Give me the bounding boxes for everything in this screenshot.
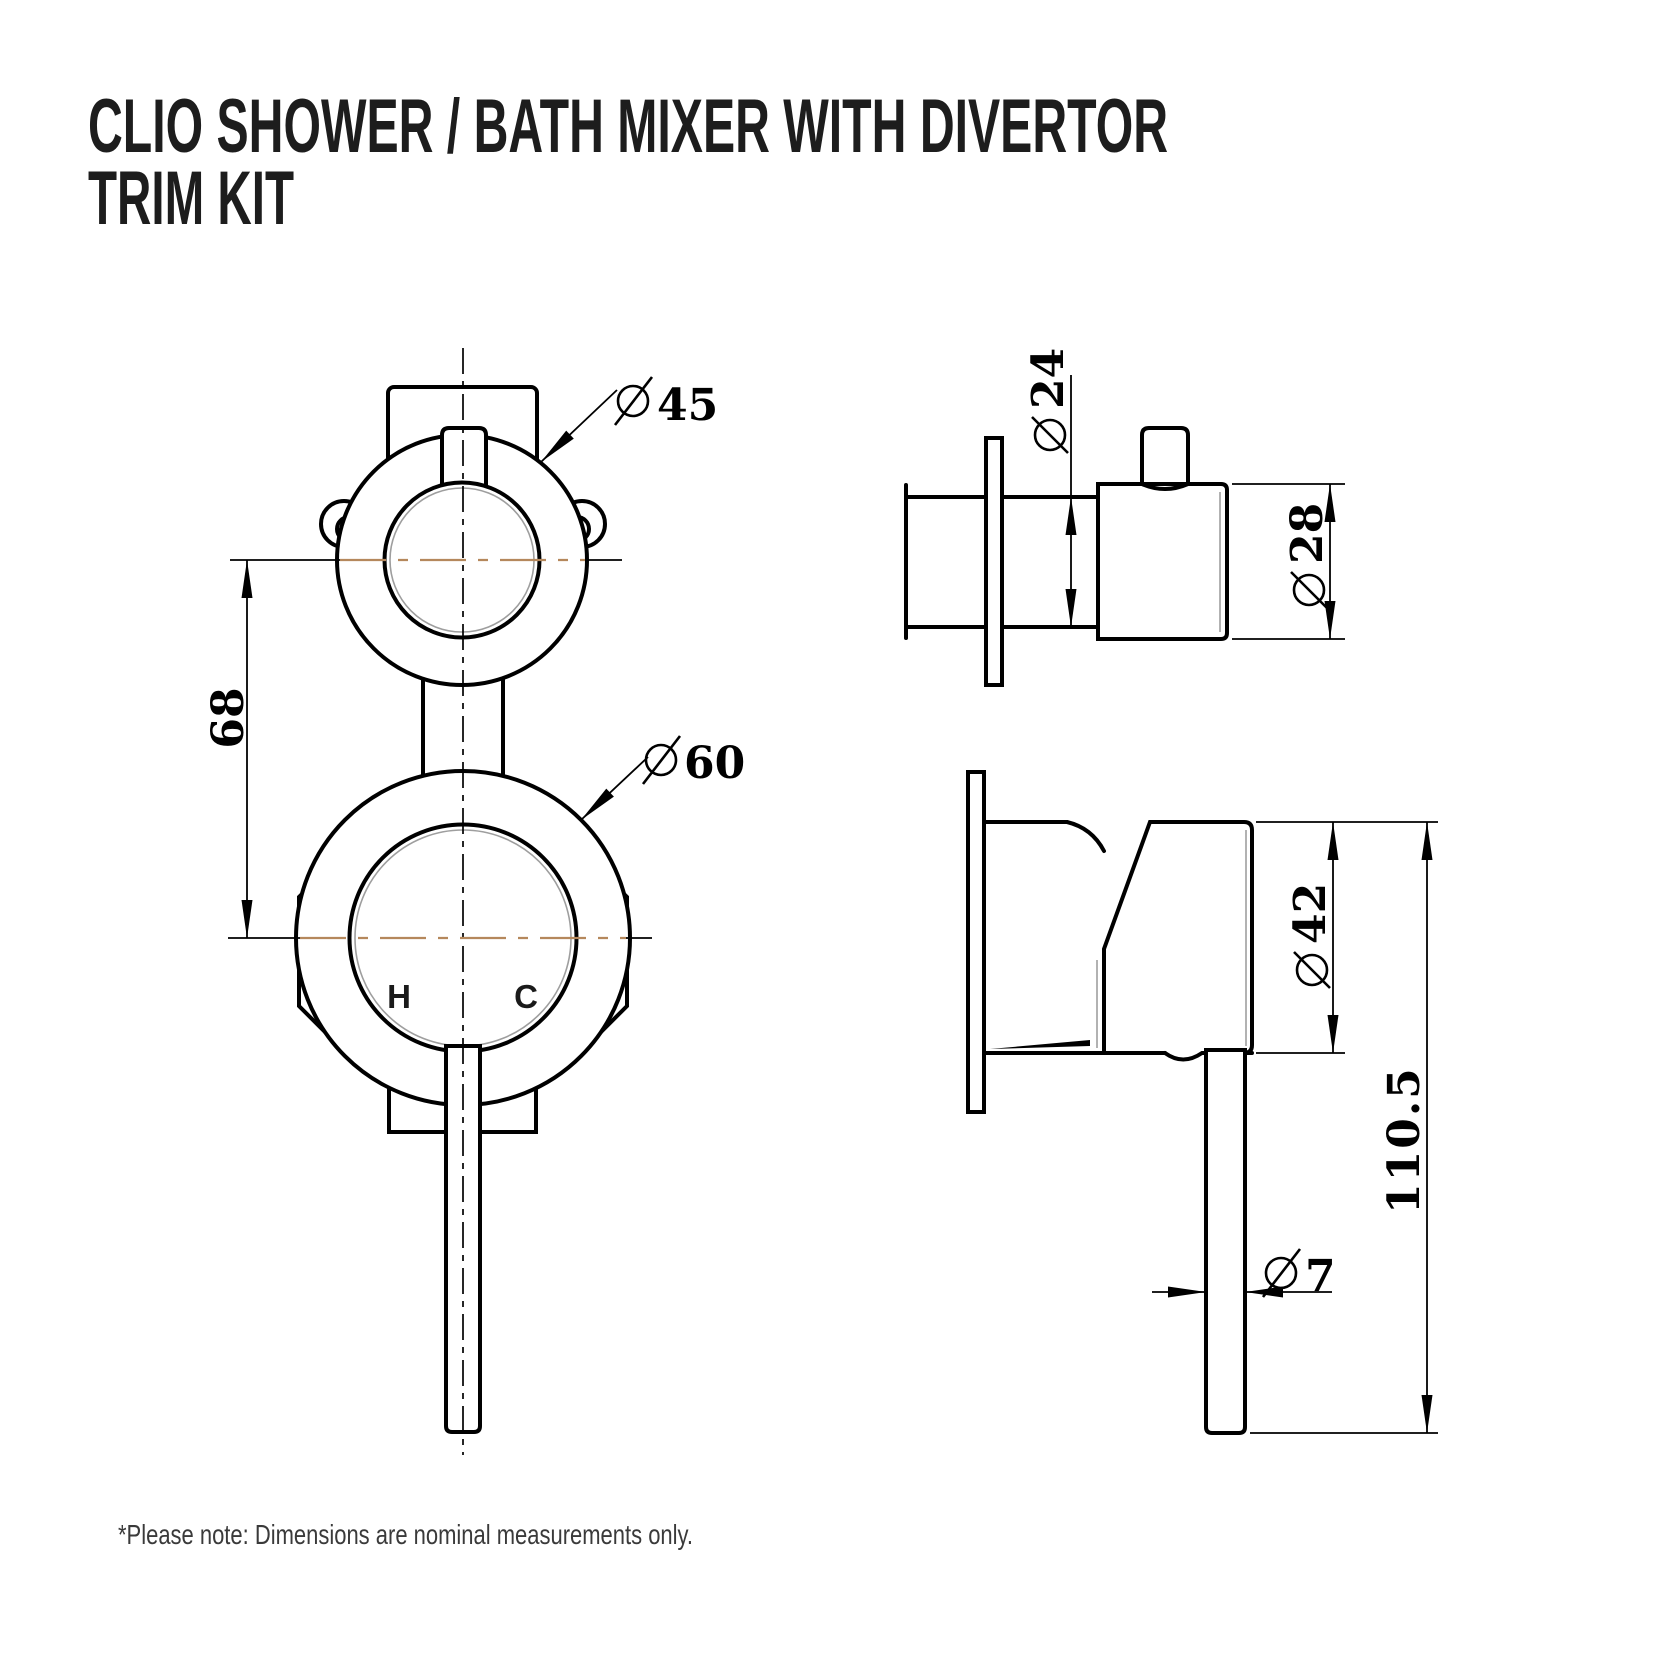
handle-socket-arc (1163, 1051, 1254, 1062)
leader-arrow (541, 430, 574, 462)
arrow-up (241, 560, 253, 598)
dim-value-110-5: 110.5 (1379, 1066, 1430, 1214)
diverter-wall-plate (984, 436, 1004, 687)
diameter-symbol-slash (1293, 951, 1331, 989)
leader-arrow (581, 788, 614, 820)
diameter-symbol-slash (1290, 571, 1328, 609)
dim-value-7: 7 (1305, 1251, 1336, 1302)
dim-value-24: 24 (1023, 348, 1074, 409)
diverter-knob-front (440, 426, 488, 492)
front-view: H C 68 45 (203, 348, 745, 1455)
diverter-body-side (1096, 482, 1229, 641)
dim-center-distance: 68 (203, 559, 340, 939)
knob-base-arc (1140, 482, 1190, 491)
arrow-down (1421, 1395, 1433, 1433)
arrow-up (1421, 822, 1433, 860)
base-detail-wedge (990, 1040, 1090, 1049)
diameter-symbol-slash (1031, 416, 1069, 454)
dim-value-45: 45 (657, 380, 718, 431)
dim-value-68: 68 (203, 687, 254, 748)
diameter-symbol-slash (1261, 1248, 1302, 1298)
arrow-left (1245, 1286, 1283, 1298)
arrow-right (1168, 1286, 1206, 1298)
dim-value-28: 28 (1282, 503, 1333, 564)
diameter-symbol-slash (613, 376, 654, 426)
diameter-symbol (1295, 953, 1329, 987)
title-line-2: TRIM KIT (88, 156, 294, 241)
page-title: CLIO SHOWER / BATH MIXER WITH DIVERTOR T… (88, 84, 1168, 241)
dim-overall-length: 110.5 (1250, 822, 1438, 1434)
mixer-wall-plate (966, 770, 986, 1114)
arrow-down (241, 900, 253, 938)
dim-handle-diameter: 7 (1152, 1248, 1336, 1302)
dim-spindle-diameter: 24 (1023, 348, 1077, 627)
diameter-symbol (644, 743, 678, 777)
arrow-up (1324, 484, 1336, 522)
hot-label: H (387, 978, 411, 1015)
arrow-down (1324, 601, 1336, 639)
mixer-side-view: 42 110.5 7 (966, 770, 1438, 1435)
diverter-side-view: 24 28 (904, 348, 1345, 687)
diameter-symbol (1292, 573, 1326, 607)
diameter-symbol (616, 384, 650, 418)
diameter-symbol (1264, 1256, 1298, 1290)
diverter-knob-side (1140, 426, 1190, 494)
cold-label: C (514, 978, 538, 1015)
dim-trim-ring-diameter: 45 (540, 376, 718, 463)
dim-diverter-body-diameter: 28 (1232, 483, 1345, 640)
dim-value-60: 60 (684, 738, 745, 789)
dim-escutcheon-diameter: 60 (580, 735, 745, 821)
arrow-down (1327, 1015, 1339, 1053)
arrow-up (1327, 822, 1339, 860)
diameter-symbol-slash (641, 735, 682, 785)
handle-stem-side (1204, 1048, 1247, 1435)
mixer-head-outline (1102, 820, 1254, 1055)
base-shoulder-arc (1065, 820, 1106, 853)
footnote: *Please note: Dimensions are nominal mea… (118, 1519, 693, 1550)
diameter-symbol (1033, 418, 1067, 452)
arrow-up (1065, 497, 1077, 535)
arrow-down (1065, 589, 1077, 627)
title-line-1: CLIO SHOWER / BATH MIXER WITH DIVERTOR (88, 84, 1168, 169)
dim-mixer-body-diameter: 42 (1256, 821, 1438, 1054)
dim-value-42: 42 (1285, 883, 1336, 944)
